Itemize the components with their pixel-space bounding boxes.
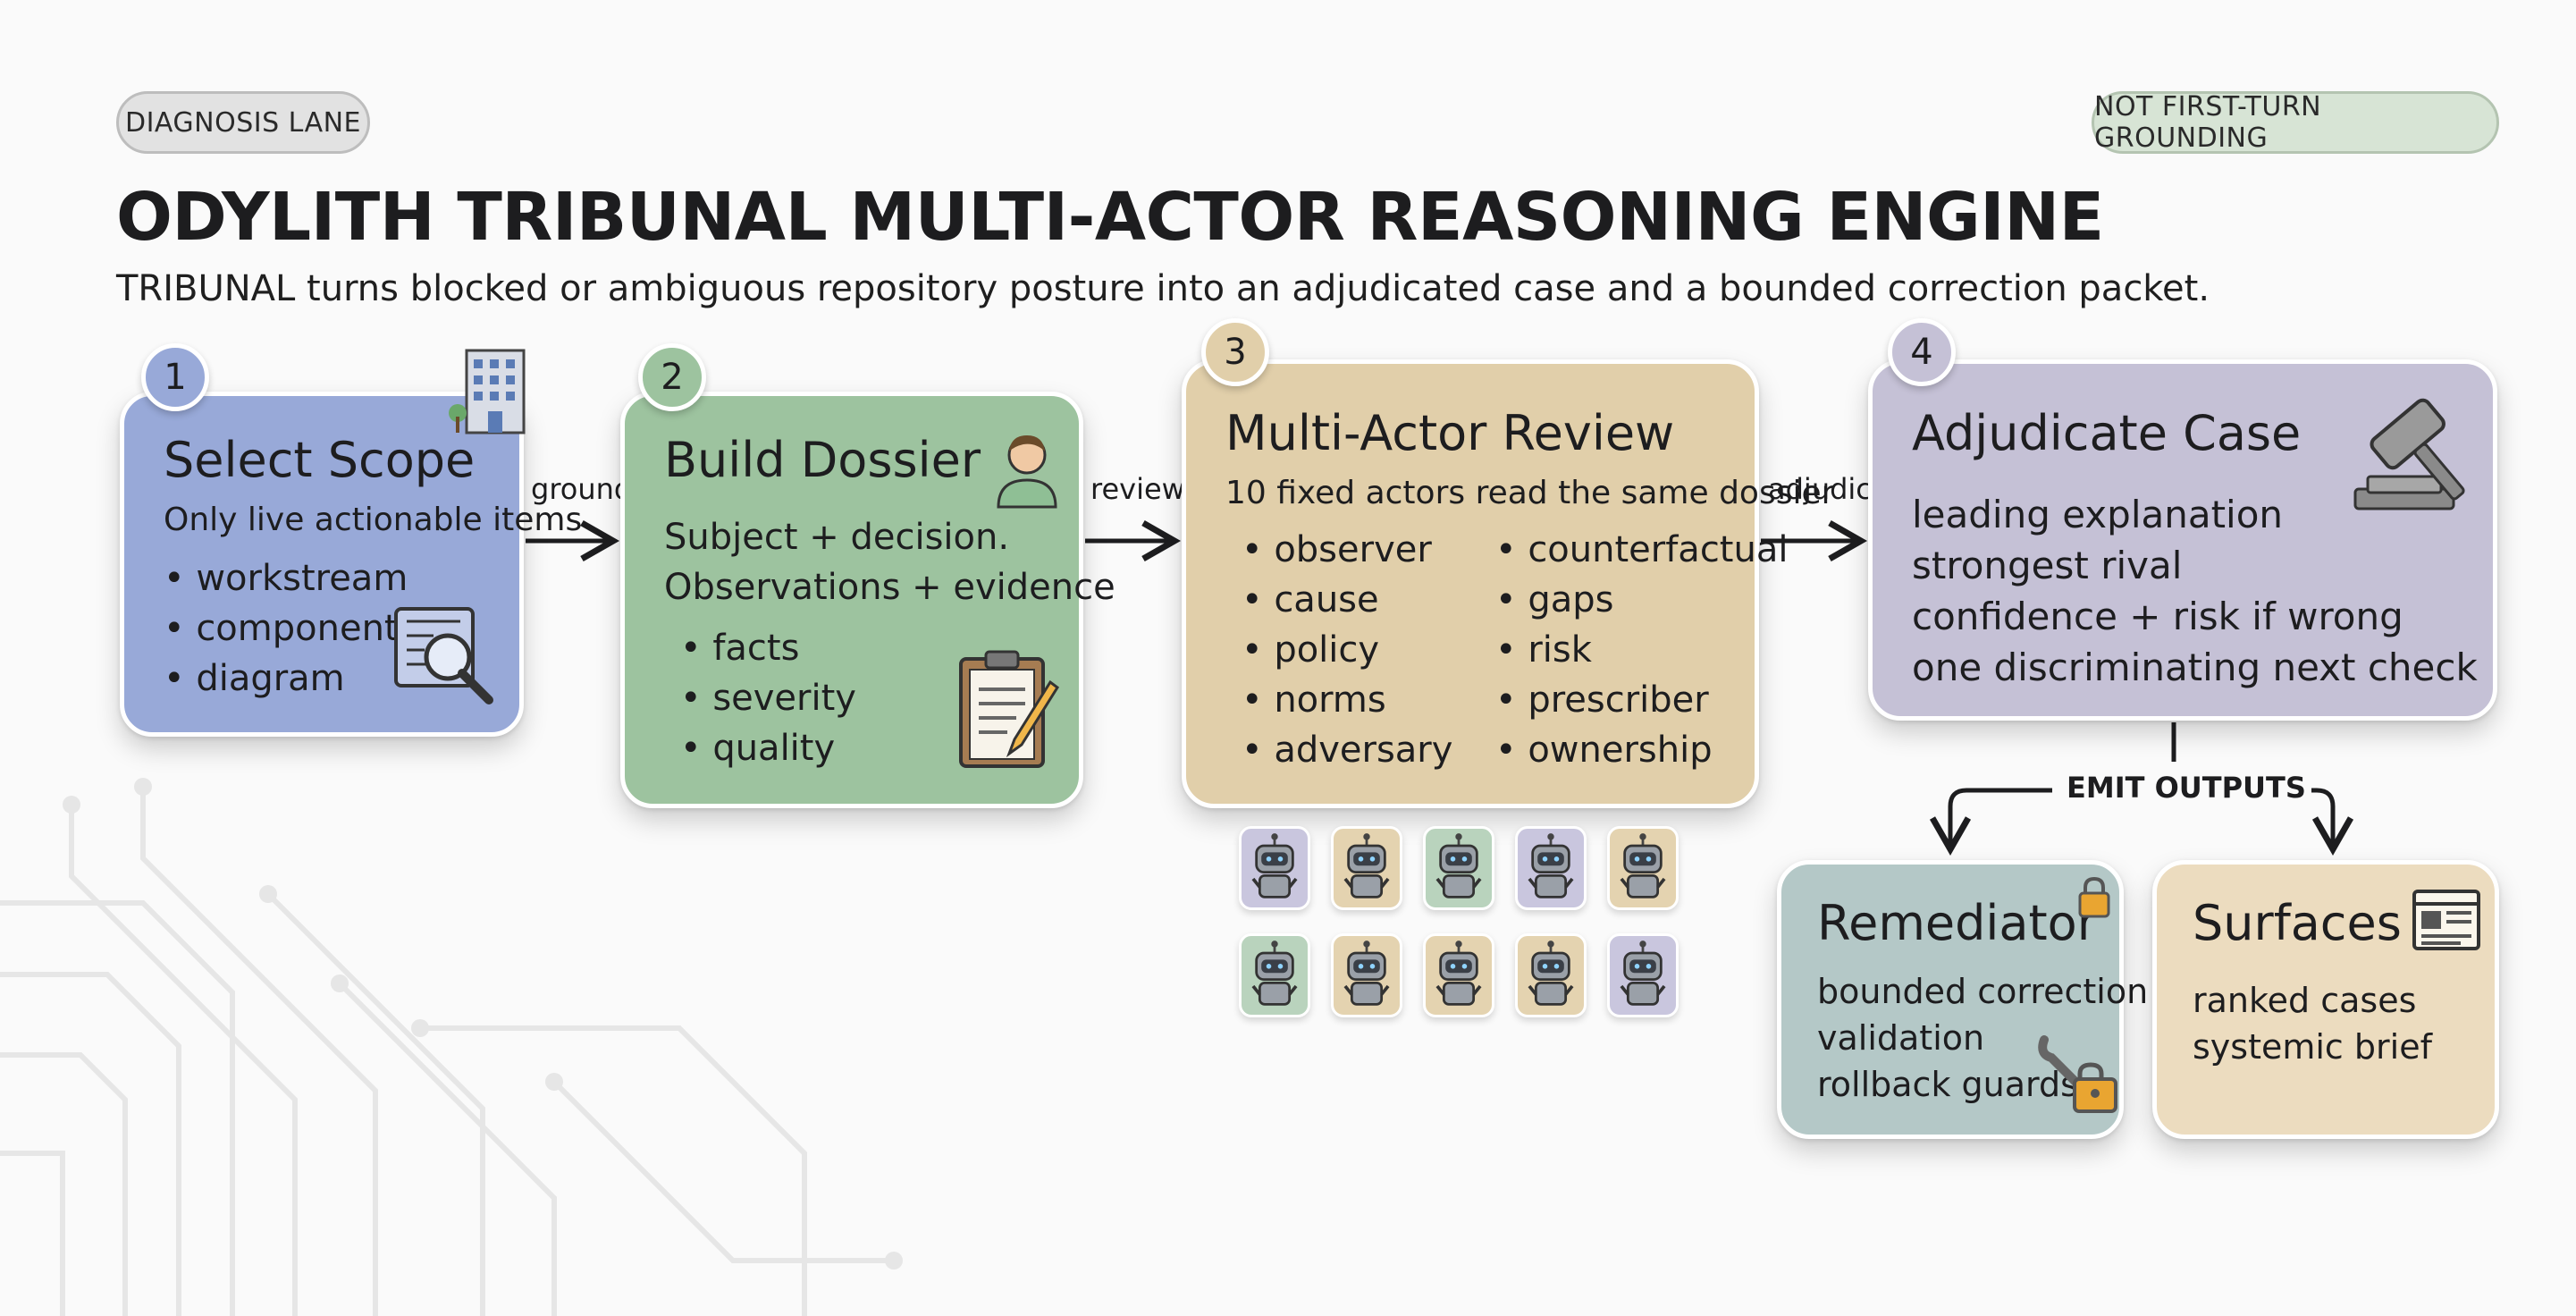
emit-outputs-label: EMIT OUTPUTS <box>2061 771 2311 805</box>
step-card-select-scope: Select Scope Only live actionable items … <box>120 392 582 737</box>
description-line: rollback guards <box>1817 1065 2078 1104</box>
list-item: gaps <box>1495 575 1788 625</box>
building-icon <box>449 349 526 434</box>
list-item: counterfactual <box>1495 525 1788 575</box>
description-line: Observations + evidence <box>664 567 1115 608</box>
robot-actor-icon <box>1331 826 1402 910</box>
output-title: Surfaces <box>2193 895 2402 951</box>
grounding-badge: NOT FIRST-TURN GROUNDING <box>2092 91 2499 154</box>
robot-actor-icon <box>1331 933 1402 1017</box>
step-number-badge: 4 <box>1888 318 1956 386</box>
list-item: observer <box>1242 525 1452 575</box>
list-item: workstream <box>164 553 408 603</box>
wrench-lock-icon <box>2038 1035 2117 1113</box>
step-title: Build Dossier <box>664 432 981 488</box>
actor-list-left: observer cause policy norms adversary <box>1242 525 1452 775</box>
robot-actor-icon <box>1607 826 1679 910</box>
list-item: ownership <box>1495 725 1788 775</box>
step-card-adjudicate-case: Adjudicate Case leading explanation stro… <box>1868 359 2497 721</box>
connector-label-review: review <box>1090 472 1185 506</box>
list-item: cause <box>1242 575 1452 625</box>
list-item: norms <box>1242 675 1452 725</box>
clipboard-icon <box>959 650 1060 768</box>
browser-window-icon <box>2412 890 2480 950</box>
step-title: Multi-Actor Review <box>1225 405 1675 461</box>
output-description: bounded correction validation rollback g… <box>1817 968 2148 1108</box>
robot-actor-icon <box>1423 826 1494 910</box>
description-line: validation <box>1817 1018 1985 1058</box>
connector-label-ground: ground <box>531 472 633 506</box>
step-item-list: workstream component diagram <box>164 553 408 704</box>
page-title: ODYLITH TRIBUNAL MULTI-ACTOR REASONING E… <box>116 179 2104 256</box>
diagnosis-lane-badge: DIAGNOSIS LANE <box>116 91 370 154</box>
step-number-badge: 2 <box>638 343 706 411</box>
gavel-icon <box>2353 398 2465 510</box>
output-description: ranked cases systemic brief <box>2193 977 2432 1070</box>
output-title: Remediator <box>1817 895 2097 951</box>
step-item-list: facts severity quality <box>680 623 856 773</box>
robot-actor-icon <box>1607 933 1679 1017</box>
step-number-badge: 3 <box>1201 318 1269 386</box>
robot-actor-icon <box>1515 933 1587 1017</box>
step-description: leading explanation strongest rival conf… <box>1912 489 2478 693</box>
list-item: prescriber <box>1495 675 1788 725</box>
list-item: risk <box>1495 625 1788 675</box>
robot-actor-icon <box>1423 933 1494 1017</box>
step-card-multi-actor-review: Multi-Actor Review 10 fixed actors read … <box>1182 359 1834 808</box>
step-card-build-dossier: Build Dossier Subject + decision. Observ… <box>620 392 1115 808</box>
robot-actor-icon <box>1239 933 1310 1017</box>
description-line: Subject + decision. <box>664 517 1010 558</box>
output-card-surfaces: Surfaces ranked cases systemic brief <box>2152 860 2499 1139</box>
robot-actor-icon <box>1515 826 1587 910</box>
output-card-remediator: Remediator bounded correction validation… <box>1777 860 2148 1139</box>
description-line: ranked cases <box>2193 981 2417 1020</box>
blueprint-magnifier-icon <box>394 607 493 704</box>
list-item: diagram <box>164 654 408 704</box>
list-item: quality <box>680 723 856 773</box>
list-item: facts <box>680 623 856 673</box>
page-subtitle: TRIBUNAL turns blocked or ambiguous repo… <box>116 268 2210 309</box>
step-number-badge: 1 <box>141 343 209 411</box>
step-title: Adjudicate Case <box>1912 405 2302 461</box>
lock-icon <box>2078 876 2110 918</box>
list-item: adversary <box>1242 725 1452 775</box>
robot-actor-icon <box>1239 826 1310 910</box>
step-title: Select Scope <box>164 432 476 488</box>
list-item: severity <box>680 673 856 723</box>
person-icon <box>997 435 1057 509</box>
step-subtitle: 10 fixed actors read the same dossier <box>1225 475 1835 511</box>
description-line: strongest rival <box>1912 544 2183 587</box>
list-item: component <box>164 603 408 654</box>
list-item: policy <box>1242 625 1452 675</box>
description-line: confidence + risk if wrong <box>1912 595 2403 638</box>
description-line: one discriminating next check <box>1912 645 2478 689</box>
description-line: systemic brief <box>2193 1027 2432 1067</box>
description-line: leading explanation <box>1912 493 2284 536</box>
step-description: Subject + decision. Observations + evide… <box>664 512 1115 612</box>
actor-list-right: counterfactual gaps risk prescriber owne… <box>1495 525 1788 775</box>
step-subtitle: Only live actionable items <box>164 502 583 538</box>
description-line: bounded correction <box>1817 972 2149 1011</box>
